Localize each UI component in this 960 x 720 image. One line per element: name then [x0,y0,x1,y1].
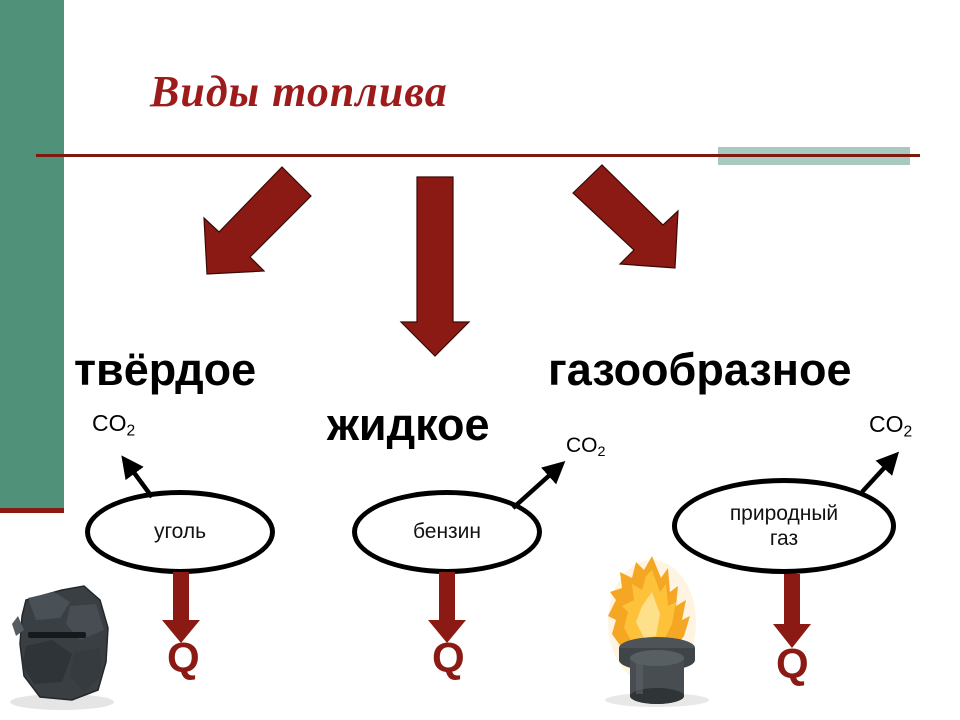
branch-arrow-center-icon [399,176,471,357]
fuel-node-label: бензин [412,520,482,544]
co2-formula: CO [869,411,904,437]
heat-arrow-petrol-icon [428,572,466,643]
heat-label-coal: Q [167,634,200,681]
fuel-node-coal[interactable]: уголь [85,490,275,574]
fuel-node-natural-gas[interactable]: природный газ [672,478,896,574]
left-green-band [0,0,64,508]
co2-arrow-coal-icon [121,455,154,499]
co2-arrow-gas-icon [860,451,900,494]
coal-lump-image [10,585,114,710]
heat-arrow-coal-icon [162,572,200,643]
heat-label-petrol: Q [432,634,465,681]
co2-subscript: 2 [126,422,136,440]
state-label-liquid: жидкое [327,399,490,450]
heat-label-gas: Q [776,640,809,687]
co2-subscript: 2 [597,443,606,460]
branch-arrow-left-icon [203,166,312,275]
gas-burner-flame-image [605,556,709,707]
fuel-node-label-line1: природный [729,501,839,525]
co2-subscript: 2 [903,423,913,441]
co2-formula: CO [92,410,127,436]
left-band-red-foot [0,508,64,513]
co2-label-coal: CO2 [92,410,135,440]
fuel-node-petrol[interactable]: бензин [352,490,542,574]
co2-formula: CO [566,434,598,457]
state-label-gaseous: газообразное [548,344,852,395]
co2-label-gas: CO2 [869,411,912,441]
branch-arrow-right-icon [572,164,679,269]
fuel-node-label-line2: газ [769,527,799,550]
fuel-node-label: природный газ [730,501,838,551]
fuel-node-label: уголь [153,520,207,544]
state-label-solid: твёрдое [74,344,257,395]
heat-arrow-gas-icon [773,574,811,648]
co2-label-petrol: CO2 [566,434,605,460]
header-red-rule [36,154,920,157]
page-title: Виды топлива [150,67,448,116]
co2-arrow-petrol-icon [511,460,566,510]
